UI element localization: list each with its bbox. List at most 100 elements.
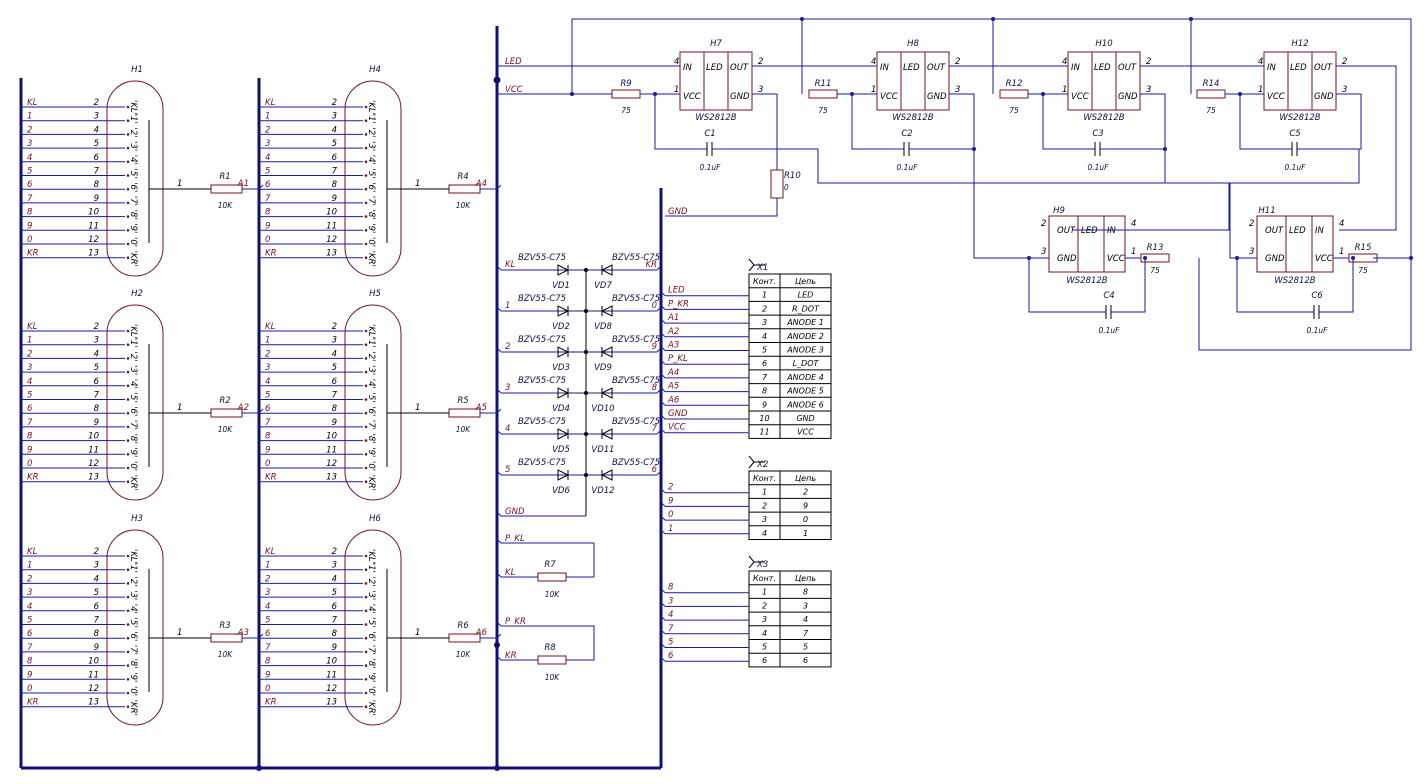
led-pin-num: 4 bbox=[1062, 57, 1067, 67]
bus-entry bbox=[660, 428, 666, 434]
tube-pin-number: 4 bbox=[332, 349, 337, 359]
diode-right-net: 0 bbox=[652, 301, 657, 311]
connector-table bbox=[748, 570, 832, 668]
anode-net-label: A3 bbox=[237, 628, 249, 638]
anode-pin: 1 bbox=[415, 403, 420, 413]
diode-right-symbol bbox=[600, 346, 613, 358]
tube-cathode-label: '3' bbox=[366, 590, 376, 600]
connector-net: ANODE 5 bbox=[786, 387, 824, 396]
tube-pin-net: KR bbox=[27, 249, 39, 259]
tube-pin-dot bbox=[126, 133, 130, 136]
bus-entry bbox=[656, 306, 662, 312]
tube-pin-net: KL bbox=[27, 322, 38, 332]
led-pin-out: OUT bbox=[730, 63, 749, 73]
tube-cathode-label: 'KR' bbox=[128, 700, 138, 716]
diode-left-net: 4 bbox=[505, 424, 510, 434]
cap-value: 0.1uF bbox=[700, 163, 722, 172]
tube-pin-number: 11 bbox=[88, 670, 99, 680]
connector-head-pin: Конт. bbox=[753, 574, 776, 583]
tube-pin-net: 7 bbox=[27, 418, 33, 428]
bus-entry bbox=[660, 373, 666, 379]
connector-pin: 6 bbox=[762, 359, 767, 368]
diode-left-part: BZV55-C75 bbox=[518, 376, 566, 386]
connector-net: ANODE 4 bbox=[786, 373, 824, 382]
bus-entry bbox=[656, 265, 662, 271]
tube-pin-number: 10 bbox=[88, 208, 99, 218]
tube-pin-dot bbox=[364, 568, 368, 571]
led-resistor-value: 75 bbox=[621, 106, 631, 115]
connector-net-label: A6 bbox=[667, 395, 680, 405]
led-body bbox=[1256, 215, 1334, 273]
led-pin-num: 1 bbox=[871, 85, 876, 95]
tube-pin-net: 6 bbox=[27, 629, 33, 639]
pull-value: 10K bbox=[545, 590, 561, 599]
tube-pin-net: 1 bbox=[265, 561, 270, 571]
tube-pin-net: KR bbox=[265, 249, 277, 259]
anode-resistor-ref: R3 bbox=[219, 621, 230, 631]
cap-value: 0.1uF bbox=[1307, 326, 1329, 335]
tube-ref: H2 bbox=[131, 289, 143, 299]
junction bbox=[1189, 17, 1193, 21]
connector-net-label: 2 bbox=[668, 483, 673, 493]
tube-ref: H1 bbox=[131, 65, 143, 75]
cap-value: 0.1uF bbox=[1099, 326, 1121, 335]
tube-pin-number: 5 bbox=[332, 588, 337, 598]
diode-left-ref: VD6 bbox=[552, 486, 570, 496]
tube-pin-net: 2 bbox=[265, 349, 270, 359]
bus-entry bbox=[660, 291, 666, 297]
connector-net: 1 bbox=[803, 529, 808, 538]
connector-net: L_DOT bbox=[793, 359, 820, 368]
wire bbox=[748, 461, 755, 469]
tube-pin-dot bbox=[364, 357, 368, 360]
connector-pin: 11 bbox=[759, 428, 769, 437]
tube-pin-number: 13 bbox=[88, 249, 99, 259]
tube-pin-dot bbox=[364, 174, 368, 177]
led-pin-num: 2 bbox=[1342, 57, 1347, 67]
tube-pin-dot bbox=[364, 636, 368, 640]
junction bbox=[1409, 256, 1413, 260]
anode-resistor-ref: R6 bbox=[457, 621, 469, 631]
tube-pin-number: 2 bbox=[332, 547, 337, 557]
diode-right-net: 7 bbox=[652, 424, 658, 434]
diode-right-ref: VD9 bbox=[594, 363, 612, 373]
led-pin-num: 2 bbox=[1249, 219, 1254, 229]
tube-pin-dot bbox=[364, 425, 368, 429]
tube-pin-dot bbox=[364, 329, 368, 333]
connector-net: 8 bbox=[803, 588, 808, 597]
diode-left-ref: VD3 bbox=[552, 363, 570, 373]
diode-right-part: BZV55-C75 bbox=[612, 458, 660, 468]
tube-pin-dot bbox=[126, 174, 130, 177]
connector-net-label: P_KL bbox=[668, 354, 688, 364]
tube-pin-net: 2 bbox=[265, 574, 270, 584]
led-pin-gnd: GND bbox=[927, 92, 947, 102]
diode-right-ref: VD12 bbox=[591, 486, 614, 496]
tube-pin-net: 7 bbox=[27, 643, 33, 653]
tube-pin-number: 3 bbox=[94, 336, 99, 346]
connector-net: LED bbox=[798, 291, 814, 300]
tube-cathode-label: '5' bbox=[366, 169, 376, 179]
tube-pin-net: 4 bbox=[27, 153, 32, 163]
tube-pin-net: 6 bbox=[27, 404, 33, 414]
tube-pin-dot bbox=[126, 609, 130, 613]
tube-pin-number: 13 bbox=[326, 698, 337, 708]
bus-entry bbox=[496, 429, 502, 435]
diode-left-symbol bbox=[557, 428, 570, 440]
tube-pin-net: 3 bbox=[27, 139, 32, 149]
tube-cathode-label: '3' bbox=[128, 590, 138, 600]
tube-cathode-label: '4' bbox=[366, 604, 376, 614]
tube-cathode-label: '0' bbox=[366, 686, 376, 696]
connector-net-label: 4 bbox=[668, 610, 673, 620]
led-resistor bbox=[1196, 89, 1226, 99]
bus-entry bbox=[496, 388, 502, 394]
tube-pin-dot bbox=[364, 229, 368, 232]
bus-entry bbox=[258, 408, 264, 414]
wire bbox=[1028, 258, 1106, 313]
tube-pin-dot bbox=[126, 146, 130, 150]
diode-left-part: BZV55-C75 bbox=[518, 458, 566, 468]
